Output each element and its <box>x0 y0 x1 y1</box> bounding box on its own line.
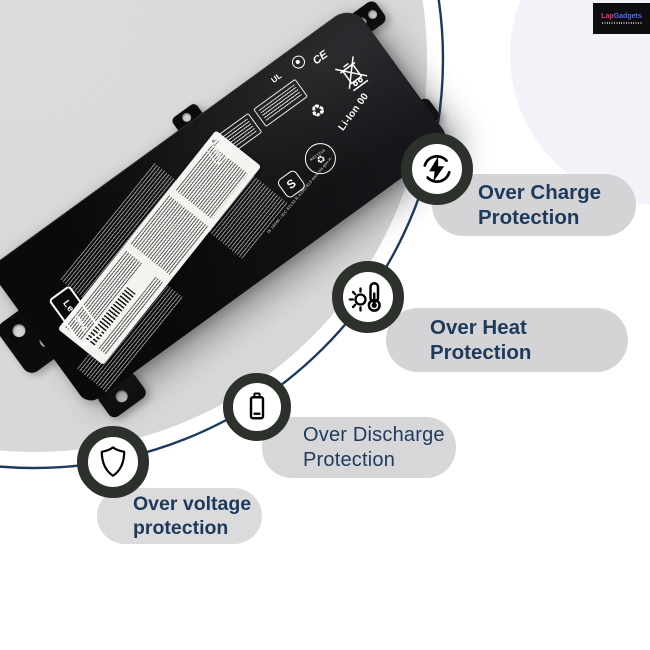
feature-pill-over-discharge: Over Discharge Protection <box>262 417 456 478</box>
thermometer-sun-icon <box>348 282 381 312</box>
watermark-brand-part2: Gadgets <box>613 13 642 20</box>
watermark-tagline <box>601 22 642 24</box>
feature-pill-over-heat: Over Heat Protection <box>386 308 628 372</box>
shield-icon <box>100 446 126 477</box>
feature-pill-over-voltage: Over voltage protection <box>97 488 262 544</box>
watermark-brand-part1: Lap <box>601 13 614 20</box>
feature-label-line2: Protection <box>303 448 396 471</box>
watermark-logo: LapGadgets <box>593 3 650 34</box>
over-voltage-badge <box>77 426 149 498</box>
feature-label-line2: protection <box>133 517 229 539</box>
over-heat-badge <box>332 261 404 333</box>
feature-label-line1: Over Discharge <box>303 423 445 446</box>
feature-label-line1: Over Heat <box>430 315 527 339</box>
feature-label-line1: Over voltage <box>133 492 252 515</box>
feature-label-line2: Protection <box>478 206 580 229</box>
feature-label-line2: Protection <box>430 341 532 364</box>
feature-pill-over-charge: Over Charge Protection <box>432 174 636 236</box>
screw-hole <box>113 387 131 405</box>
battery-low-icon <box>249 392 265 420</box>
feature-label-line1: Over Charge <box>478 180 602 204</box>
lightning-bolt-icon <box>422 154 452 184</box>
over-discharge-badge <box>223 373 291 441</box>
over-charge-badge <box>401 133 473 205</box>
screw-hole <box>366 8 379 21</box>
screw-hole <box>9 321 29 340</box>
